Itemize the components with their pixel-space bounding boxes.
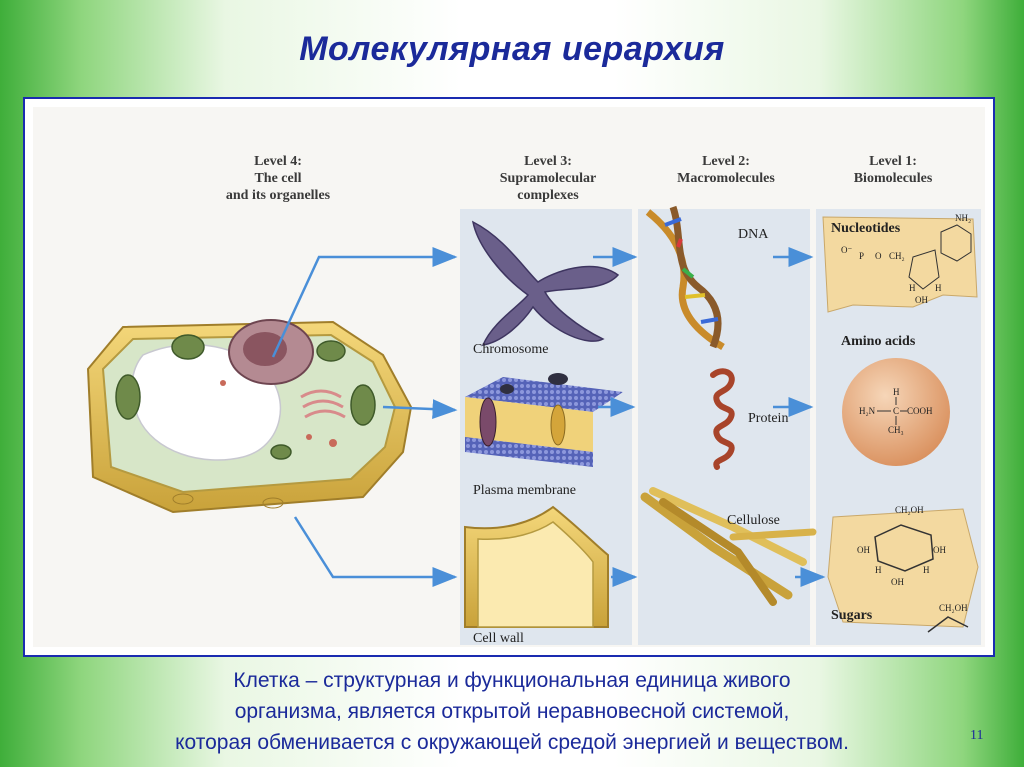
chromosome-illustration [471, 220, 620, 346]
oxygen-text: O [875, 251, 882, 261]
plant-cell-illustration [86, 319, 413, 514]
amino-acid-structure: H H₂N C COOH CH₃ [859, 387, 933, 435]
nucleotide-structure: NH₂ O⁻ P O CH₂ H H OH [841, 213, 972, 305]
dna-label: DNA [738, 227, 769, 242]
cell-wall-label: Cell wall [473, 631, 524, 646]
alpha-carbon-text: C [893, 406, 899, 416]
caption-line-2: организма, является открытой неравновесн… [234, 700, 790, 723]
caption-line-3: которая обменивается с окружающей средой… [175, 731, 849, 754]
o-minus-text: O⁻ [841, 245, 852, 255]
level4-line1: The cell [254, 171, 302, 186]
level1-heading: Level 1: Biomolecules [828, 153, 958, 187]
ch2oh-text-1: CH₂OH [895, 505, 924, 515]
h-text-1: H [909, 283, 916, 293]
caption-line-1: Клетка – структурная и функциональная ед… [233, 669, 791, 692]
cell-wall-illustration [464, 505, 609, 628]
cooh-text: COOH [907, 406, 933, 416]
phosphorus-text: P [859, 251, 864, 261]
plasma-membrane-label: Plasma membrane [473, 483, 576, 498]
sugar-structure: CH₂OH OH OH OH H H [857, 505, 946, 587]
level1-number: Level 1: [869, 154, 917, 169]
arrow-cell-to-chromosome [271, 247, 458, 358]
plasma-membrane-illustration [465, 373, 623, 467]
nucleotide-card [822, 216, 978, 313]
amino-h-text: H [893, 387, 900, 397]
sugar-oh-1: OH [857, 545, 870, 555]
hierarchy-drawing: Chromosome Plasma membrane Cell wall [86, 205, 979, 646]
protein-helix-illustration [710, 368, 735, 470]
sugar-oh-2: OH [933, 545, 946, 555]
page-number: 11 [970, 728, 984, 743]
chromosome-label: Chromosome [473, 342, 548, 357]
hierarchy-figure: Level 4: The cell and its organelles Lev… [23, 97, 995, 657]
amino-acid-sphere [842, 358, 950, 466]
h2n-text: H₂N [859, 406, 876, 416]
slide-title: Молекулярная иерархия [299, 30, 725, 68]
oh-text-1: OH [915, 295, 928, 305]
sugars-label: Sugars [831, 608, 873, 623]
sugar-card [827, 508, 979, 628]
level1-line1: Biomolecules [853, 171, 933, 186]
level3-line1: Supramolecular [499, 171, 597, 186]
level4-number: Level 4: [254, 154, 302, 169]
level4-heading: Level 4: The cell and its organelles [198, 153, 358, 204]
amino-acids-label: Amino acids [841, 334, 916, 349]
ch2oh-text-2: CH₂OH [939, 603, 968, 613]
cellulose-label: Cellulose [727, 513, 780, 528]
level3-number: Level 3: [524, 154, 572, 169]
sugar-h-1: H [875, 565, 882, 575]
level4-line2: and its organelles [225, 188, 331, 203]
level3-line2: complexes [517, 188, 579, 203]
level2-heading: Level 2: Macromolecules [651, 153, 801, 187]
level3-heading: Level 3: Supramolecular complexes [473, 153, 623, 204]
sugar-structure-partial: CH₂OH [927, 603, 969, 633]
hierarchy-arrows [271, 247, 826, 587]
figure-background: Level 4: The cell and its organelles Lev… [33, 107, 985, 647]
sugar-oh-3: OH [891, 577, 904, 587]
arrow-cell-to-wall [293, 516, 458, 587]
nucleotides-label: Nucleotides [831, 221, 901, 236]
nh2-text: NH₂ [955, 213, 971, 223]
protein-label: Protein [748, 411, 788, 426]
h-text-2: H [935, 283, 942, 293]
sugar-h-2: H [923, 565, 930, 575]
cellulose-fibers-illustration [640, 487, 817, 606]
ch3-text: CH₃ [888, 425, 904, 435]
arrow-cell-to-membrane [382, 399, 458, 420]
dna-helix-illustration [645, 205, 725, 351]
level2-number: Level 2: [702, 154, 750, 169]
level2-line1: Macromolecules [677, 171, 775, 186]
slide-caption: Клетка – структурная и функциональная ед… [0, 665, 1024, 758]
ch2-text: CH₂ [889, 251, 905, 261]
